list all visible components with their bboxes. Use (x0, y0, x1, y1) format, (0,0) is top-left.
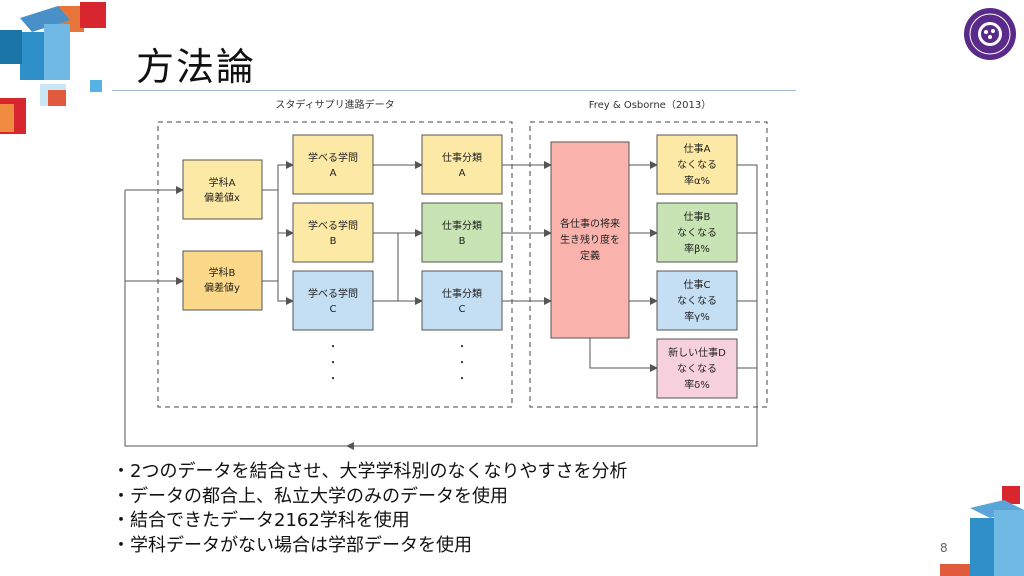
svg-text:率α%: 率α% (684, 174, 710, 187)
svg-text:なくなる: なくなる (677, 227, 717, 239)
bullet-item: ・結合できたデータ2162学科を使用 (112, 510, 410, 531)
department-box-a: 学科A 偏差値x (182, 159, 263, 220)
outcome-box-a: 仕事A なくなる 率α% (656, 134, 738, 195)
page-number: 8 (940, 541, 948, 555)
ellipsis-studies: ・ ・ ・ (328, 342, 338, 385)
svg-text:偏差値x: 偏差値x (204, 191, 240, 204)
svg-text:なくなる: なくなる (677, 363, 717, 375)
svg-text:・: ・ (457, 358, 467, 369)
title-divider (112, 90, 796, 91)
slide-title: 方法論 (136, 45, 257, 89)
svg-text:C: C (459, 304, 466, 315)
svg-text:偏差値y: 偏差値y (204, 281, 240, 294)
svg-text:・: ・ (328, 342, 338, 353)
svg-text:学べる学問: 学べる学問 (308, 219, 358, 232)
job-category-box-c: 仕事分類 C (421, 270, 503, 331)
bullet-item: ・データの都合上、私立大学のみのデータを使用 (112, 485, 508, 507)
right-group-frame (529, 121, 768, 408)
svg-text:A: A (459, 168, 466, 179)
university-seal-logo (964, 8, 1016, 60)
left-group-frame (157, 121, 513, 408)
svg-text:率δ%: 率δ% (684, 378, 710, 391)
corner-decoration-top-left (0, 2, 106, 134)
study-box-b: 学べる学問 B (292, 202, 374, 263)
svg-text:B: B (459, 236, 466, 247)
svg-text:率γ%: 率γ% (684, 310, 709, 323)
svg-text:なくなる: なくなる (677, 295, 717, 307)
svg-text:新しい仕事D: 新しい仕事D (668, 346, 726, 359)
outcome-box-c: 仕事C なくなる 率γ% (656, 270, 738, 331)
svg-text:仕事分類: 仕事分類 (442, 287, 482, 300)
svg-text:B: B (330, 236, 337, 247)
svg-text:仕事C: 仕事C (684, 278, 711, 291)
svg-text:・: ・ (457, 342, 467, 353)
svg-text:率β%: 率β% (684, 242, 710, 255)
ellipsis-jobs: ・ ・ ・ (457, 342, 467, 385)
svg-text:C: C (330, 304, 337, 315)
svg-text:仕事A: 仕事A (684, 142, 711, 155)
left-group-label: スタディサプリ進路データ (275, 98, 394, 111)
summary-bullet-list: ・2つのデータを結合させ、大学学科別のなくなりやすさを分析 ・データの都合上、私… (112, 460, 627, 558)
svg-text:なくなる: なくなる (677, 159, 717, 171)
svg-text:・: ・ (457, 374, 467, 385)
svg-text:A: A (330, 168, 337, 179)
svg-text:・: ・ (328, 358, 338, 369)
survival-definition-box: 各仕事の将来 生き残り度を 定義 (550, 141, 630, 339)
loop-back-connector (124, 164, 758, 447)
svg-text:生き残り度を: 生き残り度を (560, 233, 620, 246)
right-group-label: Frey & Osborne（2013） (589, 99, 712, 111)
svg-text:定義: 定義 (580, 249, 600, 262)
svg-text:・: ・ (328, 374, 338, 385)
corner-decoration-bottom-right (940, 486, 1024, 576)
bullet-item: ・2つのデータを結合させ、大学学科別のなくなりやすさを分析 (112, 461, 628, 482)
method-flow-diagram: スタディサプリ進路データ Frey & Osborne（2013） (124, 98, 768, 450)
department-box-b: 学科B 偏差値y (182, 250, 263, 311)
job-category-box-a: 仕事分類 A (421, 134, 503, 195)
svg-text:仕事B: 仕事B (684, 210, 711, 223)
study-box-a: 学べる学問 A (292, 134, 374, 195)
svg-text:仕事分類: 仕事分類 (442, 151, 482, 164)
svg-text:学べる学問: 学べる学問 (308, 287, 358, 300)
study-box-c: 学べる学問 C (292, 270, 374, 331)
outcome-box-b: 仕事B なくなる 率β% (656, 202, 738, 263)
svg-text:仕事分類: 仕事分類 (442, 219, 482, 232)
svg-text:学べる学問: 学べる学問 (308, 151, 358, 164)
svg-text:学科B: 学科B (209, 266, 236, 279)
svg-text:学科A: 学科A (209, 176, 236, 189)
svg-text:各仕事の将来: 各仕事の将来 (560, 217, 620, 230)
job-category-box-b: 仕事分類 B (421, 202, 503, 263)
bullet-item: ・学科データがない場合は学部データを使用 (112, 534, 472, 556)
outcome-box-d: 新しい仕事D なくなる 率δ% (656, 338, 738, 399)
